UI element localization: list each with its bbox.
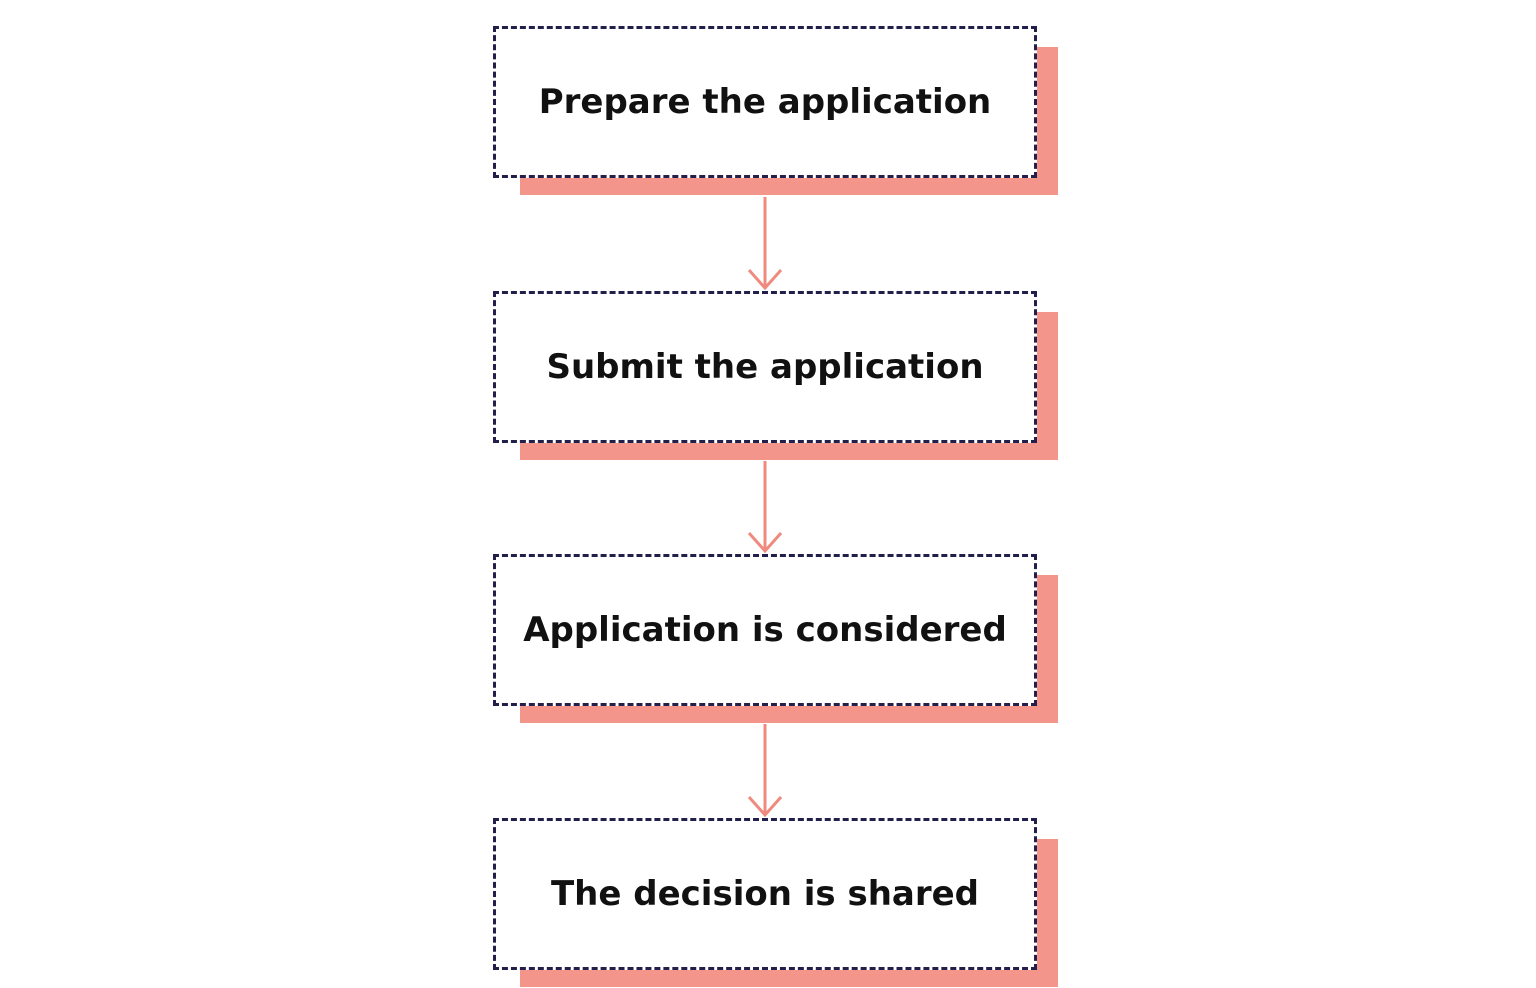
step-label: Prepare the application — [538, 82, 992, 122]
arrow-considered-to-shared — [747, 724, 783, 818]
arrow-submit-to-considered — [747, 461, 783, 554]
step-label: Submit the application — [546, 347, 984, 387]
step-label: Application is considered — [523, 610, 1007, 650]
step-box: Application is considered — [493, 554, 1037, 706]
step-application-considered: Application is considered — [493, 554, 1058, 723]
step-decision-shared: The decision is shared — [493, 818, 1058, 987]
step-submit-application: Submit the application — [493, 291, 1058, 460]
step-prepare-application: Prepare the application — [493, 26, 1058, 195]
step-box: Submit the application — [493, 291, 1037, 443]
arrow-prepare-to-submit — [747, 197, 783, 291]
step-box: Prepare the application — [493, 26, 1037, 178]
step-label: The decision is shared — [550, 874, 980, 914]
step-box: The decision is shared — [493, 818, 1037, 970]
